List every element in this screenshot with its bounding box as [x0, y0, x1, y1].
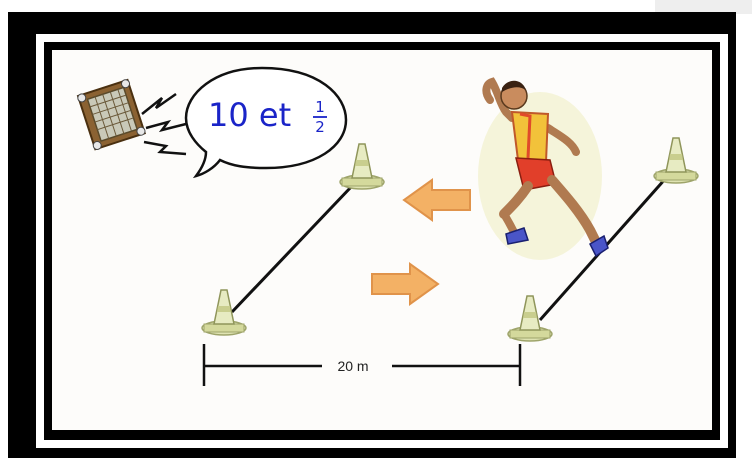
cone-icon	[339, 143, 385, 190]
fraction-denominator: 2	[315, 118, 325, 136]
distance-label: 20 m	[337, 358, 369, 374]
cone-icon	[201, 289, 247, 336]
runner-figure	[478, 77, 609, 260]
distance-marker	[202, 344, 522, 386]
lane-line-left	[230, 184, 354, 314]
sound-waves	[141, 92, 187, 156]
speech-text: 10 et	[208, 96, 292, 134]
speech-bubble	[184, 66, 348, 179]
speaker-icon	[76, 78, 147, 151]
arrow-left-icon	[402, 178, 471, 222]
cone-icon	[653, 137, 699, 184]
window-corner	[655, 0, 752, 14]
cone-icon	[507, 295, 553, 342]
fraction-numerator: 1	[315, 98, 325, 116]
arrow-right-icon	[371, 262, 440, 306]
